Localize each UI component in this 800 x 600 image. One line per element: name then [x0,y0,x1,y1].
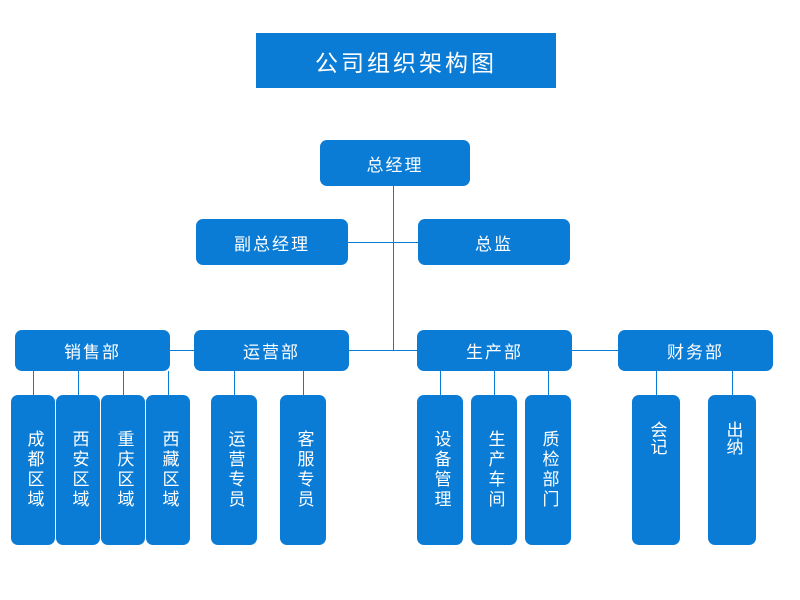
node-team-chongqing-region[interactable]: 重庆区域 [101,395,145,545]
node-department-production[interactable]: 生产部 [417,330,572,371]
connector-gm-trunk [393,186,394,350]
chart-title: 公司组织架构图 [256,33,556,88]
connector-production-drop-2 [494,371,495,395]
node-general-manager[interactable]: 总经理 [320,140,470,186]
node-team-equipment-management[interactable]: 设备管理 [417,395,463,545]
node-team-customer-service-specialist[interactable]: 客服专员 [280,395,326,545]
node-department-operations[interactable]: 运营部 [194,330,349,371]
connector-operations-drop-1 [234,371,235,395]
connector-production-drop-3 [548,371,549,395]
node-team-xian-region[interactable]: 西安区域 [56,395,100,545]
node-team-cashier[interactable]: 出纳 [708,395,756,545]
connector-sales-drop-2 [78,371,79,395]
node-team-operations-specialist[interactable]: 运营专员 [211,395,257,545]
connector-operations-drop-2 [303,371,304,395]
node-deputy-general-manager[interactable]: 副总经理 [196,219,348,265]
node-team-quality-inspection[interactable]: 质检部门 [525,395,571,545]
node-department-sales[interactable]: 销售部 [15,330,170,371]
connector-sales-drop-4 [168,371,169,395]
node-department-finance[interactable]: 财务部 [618,330,773,371]
node-director[interactable]: 总监 [418,219,570,265]
node-team-accountant[interactable]: 会记 [632,395,680,545]
connector-department-bus [92,350,695,351]
node-team-chengdu-region[interactable]: 成都区域 [11,395,55,545]
connector-finance-drop-2 [732,371,733,395]
node-team-production-workshop[interactable]: 生产车间 [471,395,517,545]
connector-sales-drop-3 [123,371,124,395]
connector-finance-drop-1 [656,371,657,395]
node-team-tibet-region[interactable]: 西藏区域 [146,395,190,545]
connector-production-drop-1 [440,371,441,395]
connector-sales-drop-1 [33,371,34,395]
connector-exec-crossbar [348,242,418,243]
